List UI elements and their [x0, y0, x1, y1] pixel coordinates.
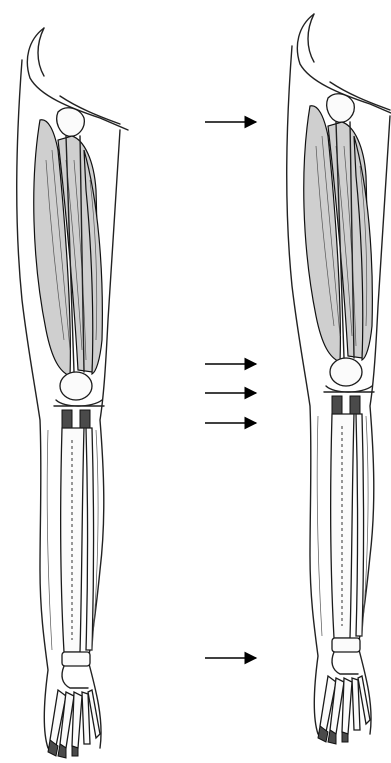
leg-illustration-left: [17, 28, 128, 758]
leg-illustration-right: [287, 14, 391, 744]
